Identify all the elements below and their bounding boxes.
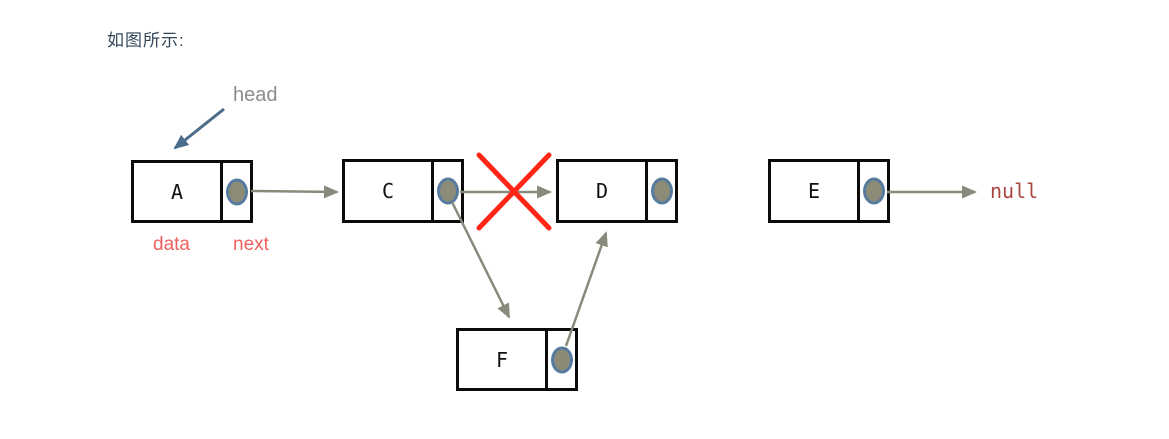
node-E-next-cell <box>860 162 887 220</box>
node-D-label: D <box>595 179 609 203</box>
cross-out-line-2 <box>476 152 552 231</box>
node-D-data-cell: D <box>559 162 648 220</box>
arrow-a-to-c <box>250 185 339 199</box>
next-field-label: next <box>233 234 269 255</box>
page-title: 如图所示: <box>107 31 185 50</box>
node-A-pointer-dot <box>225 178 248 205</box>
node-D: D <box>556 159 678 223</box>
node-C: C <box>342 159 464 223</box>
node-F-pointer-dot <box>550 346 573 373</box>
node-A-label: A <box>170 179 184 204</box>
null-terminator-label: null <box>990 179 1039 203</box>
node-C-label: C <box>381 179 395 203</box>
node-A: A <box>131 160 253 223</box>
node-C-next-cell <box>434 162 461 220</box>
node-A-data-cell: A <box>134 163 223 220</box>
data-field-label: data <box>153 234 190 255</box>
node-F-label: F <box>495 347 509 372</box>
node-D-next-cell <box>648 162 675 220</box>
node-E-pointer-dot <box>862 177 885 205</box>
node-C-pointer-dot <box>436 177 459 205</box>
node-F-data-cell: F <box>459 331 548 388</box>
node-F: F <box>456 328 578 391</box>
head-arrow <box>173 107 225 150</box>
node-E-label: E <box>807 179 821 203</box>
node-E-data-cell: E <box>771 162 860 220</box>
cross-out-line-1 <box>476 152 552 231</box>
node-C-data-cell: C <box>345 162 434 220</box>
head-pointer-label: head <box>233 84 278 106</box>
node-E: E <box>768 159 890 223</box>
node-D-pointer-dot <box>650 177 673 205</box>
node-A-next-cell <box>223 163 250 220</box>
node-F-next-cell <box>548 331 575 388</box>
